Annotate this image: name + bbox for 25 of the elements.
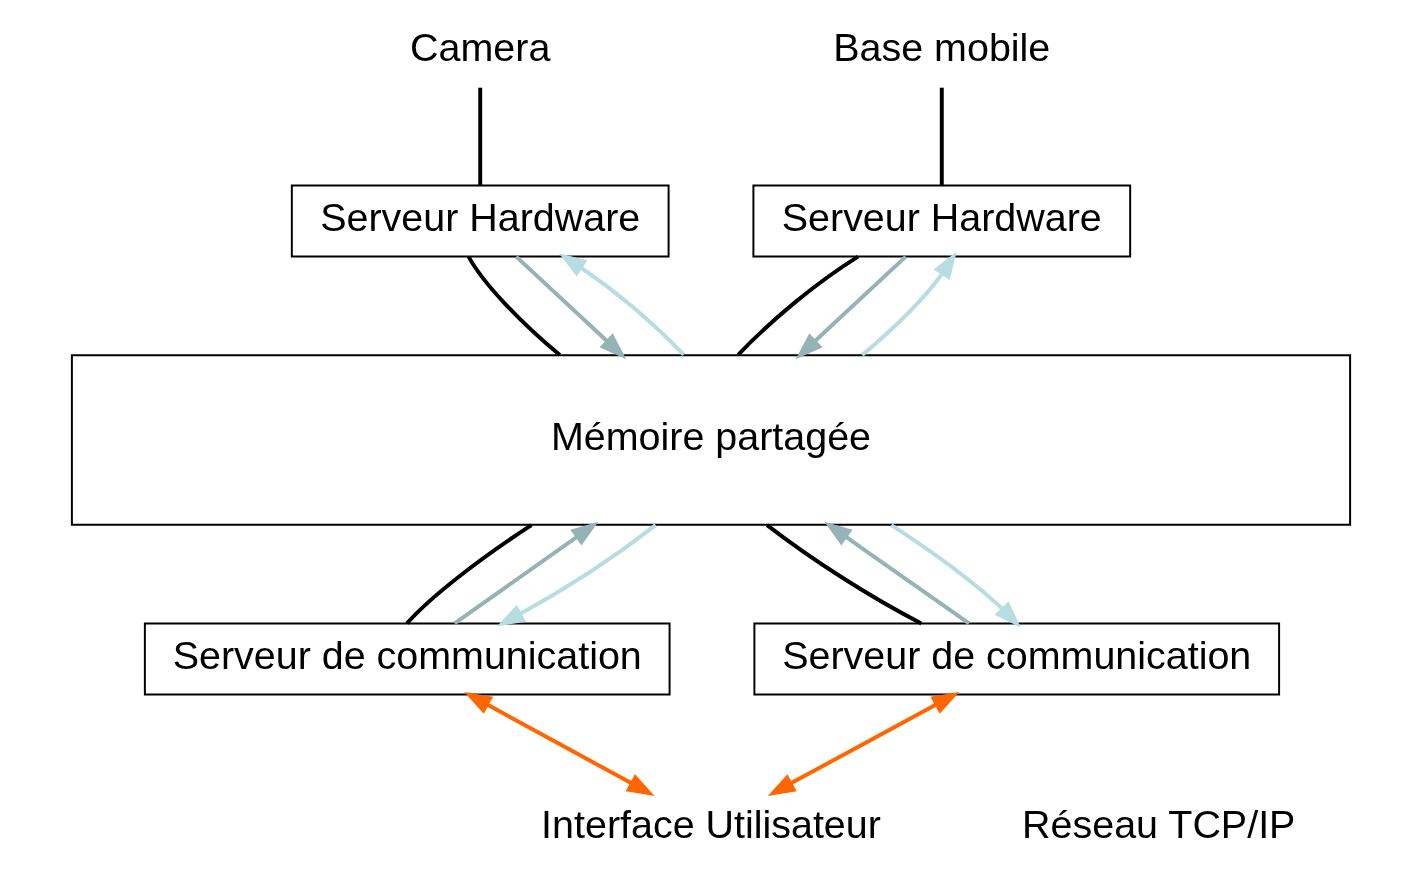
connector bbox=[939, 87, 944, 186]
connector bbox=[478, 87, 483, 186]
arrow bbox=[497, 523, 657, 627]
node-text: Base mobile bbox=[833, 25, 1051, 70]
connector bbox=[466, 255, 562, 357]
node-box: Mémoire partagée bbox=[70, 354, 1352, 526]
arrow bbox=[559, 253, 686, 356]
arrow bbox=[453, 521, 599, 626]
arrow bbox=[514, 255, 627, 360]
arrow bbox=[795, 255, 908, 360]
node-box: Serveur Hardware bbox=[290, 184, 670, 258]
node-text: Interface Utilisateur bbox=[541, 802, 881, 847]
node-text: Camera bbox=[410, 25, 551, 70]
connector bbox=[405, 523, 533, 625]
node-box: Serveur Hardware bbox=[752, 184, 1132, 258]
arrow bbox=[824, 521, 971, 626]
node-box: Serveur de communication bbox=[143, 622, 671, 696]
arrow bbox=[860, 251, 957, 357]
arrow bbox=[767, 692, 960, 796]
connector bbox=[736, 254, 860, 356]
arrow bbox=[464, 692, 655, 796]
node-box: Serveur de communication bbox=[753, 622, 1281, 696]
arrow bbox=[890, 523, 1021, 628]
label: Réseau TCP/IP bbox=[1022, 802, 1296, 847]
connector bbox=[765, 523, 923, 626]
